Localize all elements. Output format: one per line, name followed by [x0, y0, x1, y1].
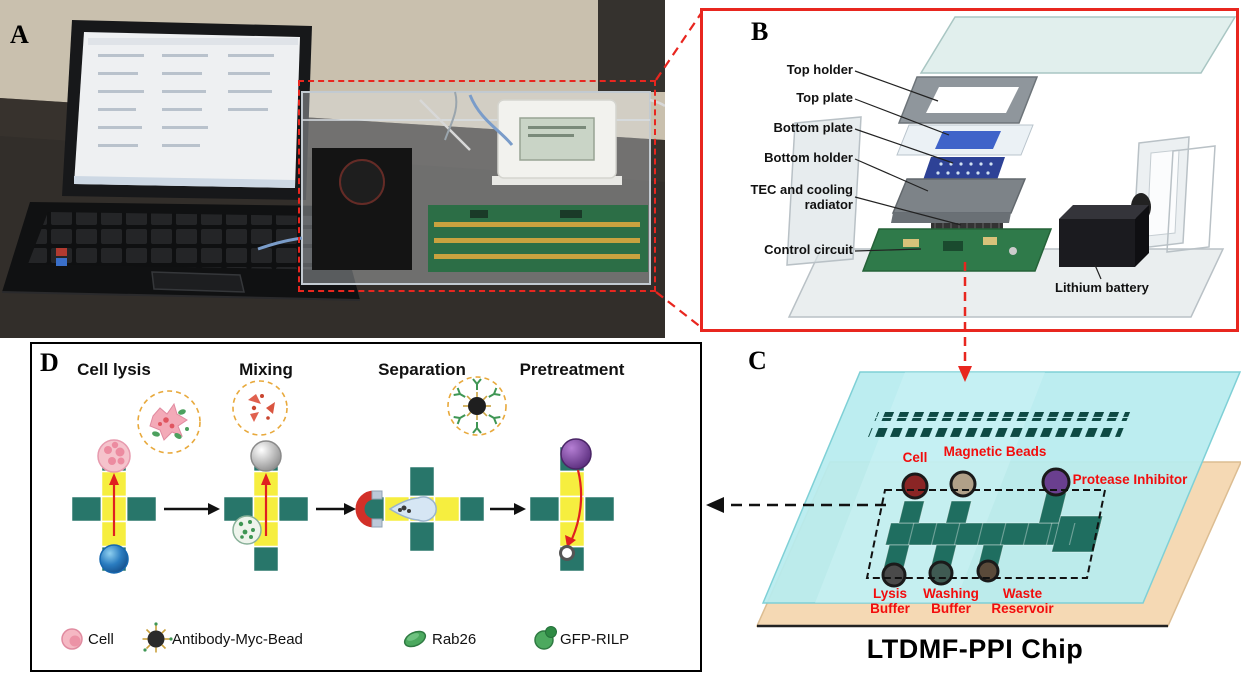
- step-arrow-icon: [514, 503, 526, 515]
- panel-b-label: B: [751, 17, 769, 46]
- blue-tubing: [468, 94, 514, 146]
- step-heading-separation: Separation: [378, 360, 466, 379]
- legend-label-cell: Cell: [88, 631, 114, 648]
- electrode-array-row: [874, 412, 1131, 421]
- lab-device: [257, 91, 665, 285]
- callout-tec: TEC and cooling radiator: [750, 182, 853, 212]
- exploded-drawing: [786, 16, 1236, 318]
- cooling-fan: [339, 159, 385, 205]
- device-highlight-box: [298, 80, 656, 292]
- bead-sphere-icon: [250, 440, 282, 472]
- step-heading-cell-lysis: Cell lysis: [77, 360, 151, 379]
- magnet-icon: [355, 490, 383, 528]
- inset-lysed-cell: [232, 380, 288, 436]
- lithium-battery-part: [1059, 205, 1149, 267]
- channel-highlight-box: [865, 489, 1107, 579]
- lysis-buffer-reservoir: [881, 562, 907, 588]
- mixed-droplet-icon: [232, 515, 262, 545]
- touchpad: [151, 271, 245, 293]
- dark-corner-object: [598, 0, 665, 92]
- label-cell: Cell: [902, 450, 928, 465]
- bottom-plate-part: [922, 157, 1005, 183]
- keyboard: [28, 212, 338, 270]
- legend-label-gfp-rilp: GFP-RILP: [560, 631, 630, 648]
- label-protease-inhibitor: Protease Inhibitor: [1072, 472, 1188, 487]
- photo-scene: [0, 0, 665, 338]
- callout-top-plate: Top plate: [796, 90, 853, 105]
- laptop: [1, 20, 361, 301]
- inset-antibody-bead: [447, 376, 507, 436]
- label-washing-buffer: Washing Buffer: [923, 586, 979, 617]
- callout-bottom-plate: Bottom plate: [773, 120, 853, 135]
- lysis-buffer-drop-icon: [99, 544, 129, 574]
- panel-a-label: A: [10, 20, 29, 49]
- panel-c-label: C: [748, 346, 767, 375]
- protease-inhibitor-reservoir: [1041, 467, 1071, 497]
- panel-d-label: D: [40, 348, 59, 377]
- protease-sphere-icon: [560, 438, 592, 470]
- callout-lithium-battery: Lithium battery: [1055, 280, 1149, 295]
- callout-lines: [854, 70, 1102, 280]
- taskbar: [74, 176, 295, 188]
- callout-top-holder: Top holder: [786, 62, 853, 77]
- up-arrow-icon: [261, 473, 271, 485]
- washing-buffer-reservoir: [928, 560, 954, 586]
- callout-control-circuit: Control circuit: [764, 242, 853, 257]
- step-heading-pretreatment: Pretreatment: [519, 360, 625, 379]
- label-magnetic-beads: Magnetic Beads: [943, 444, 1047, 459]
- droplet-icon: [388, 496, 437, 522]
- legend-rab26-icon: [403, 630, 427, 648]
- step-arrow-icon: [208, 503, 220, 515]
- down-arrow-icon: [565, 535, 576, 547]
- chip-title: LTDMF-PPI Chip: [866, 634, 1084, 664]
- panel-b-exploded-view: B Top holder Top plate Bottom plate Bott…: [700, 8, 1239, 332]
- panel-d-workflow: D Cell lysis Mixing Separation Pretreatm…: [30, 342, 702, 672]
- cell-cluster-icon: [97, 439, 131, 473]
- waste-reservoir-well: [976, 559, 1000, 583]
- label-waste-reservoir: Waste Reservoir: [991, 586, 1054, 617]
- up-arrow-icon: [109, 473, 119, 485]
- legend-antibody-bead-icon: [142, 622, 173, 653]
- callout-bottom-holder: Bottom holder: [764, 150, 853, 165]
- workflow-drawing: [61, 376, 616, 653]
- inset-cell-contents: [137, 390, 201, 454]
- device-display: [519, 117, 595, 161]
- microchannel: [883, 492, 1104, 568]
- left-side-panel: [786, 116, 862, 266]
- step-heading-mixing: Mixing: [239, 360, 293, 379]
- pretreated-sample-icon: [559, 545, 575, 561]
- antibody-y-icons: [453, 378, 501, 434]
- legend-label-rab26: Rab26: [432, 631, 477, 648]
- cell-reservoir: [901, 472, 929, 500]
- electrode-array-row: [868, 428, 1124, 437]
- panel-a-photo: A: [0, 0, 665, 338]
- label-lysis-buffer: Lysis Buffer: [870, 586, 910, 617]
- legend-label-antibody: Antibody-Myc-Bead: [172, 631, 303, 648]
- screen-content-lines: [98, 54, 274, 147]
- control-circuit-part: [861, 228, 1053, 272]
- magnetic-beads-reservoir: [949, 470, 977, 498]
- glass-cover: [919, 16, 1236, 74]
- panel-c-chip: [755, 371, 1241, 628]
- step-arrow-icon: [344, 503, 356, 515]
- legend-gfp-rilp-icon: [534, 626, 557, 650]
- legend-cell-icon: [61, 628, 83, 650]
